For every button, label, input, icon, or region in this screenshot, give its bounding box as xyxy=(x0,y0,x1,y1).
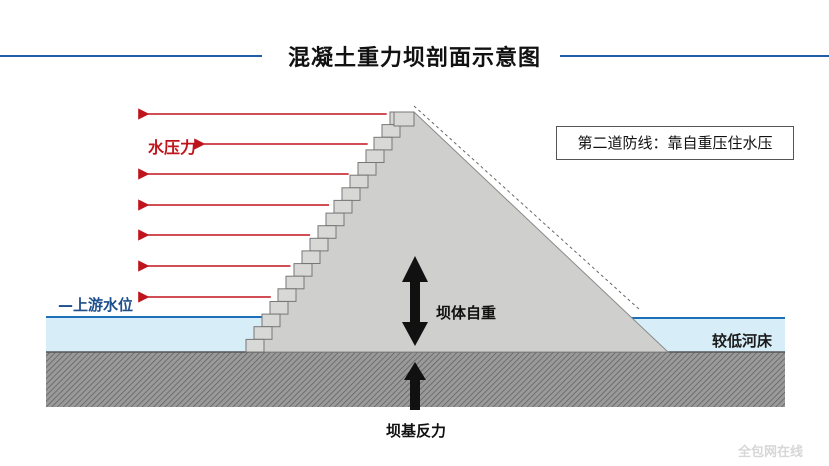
water-pressure-arrows xyxy=(138,108,387,303)
dam-step xyxy=(333,199,353,214)
note-box: 第二道防线：靠自重压住水压 xyxy=(556,126,794,160)
dam-step xyxy=(325,212,345,227)
foundation-reaction-label: 坝基反力 xyxy=(386,422,447,440)
foundation-reaction-arrow xyxy=(404,362,426,410)
self-weight-arrow xyxy=(402,256,428,346)
title-bar: 混凝土重力坝剖面示意图 xyxy=(0,30,829,71)
title-divider-left xyxy=(0,55,262,57)
dam-outline-dashed xyxy=(413,105,641,311)
dam-step xyxy=(253,326,273,340)
upstream-water xyxy=(46,317,272,353)
title-divider-right xyxy=(560,55,829,57)
dam-step xyxy=(245,338,265,353)
dam-step xyxy=(301,250,321,264)
dam-step xyxy=(285,275,305,290)
dam-step xyxy=(317,225,337,239)
lower-riverbed-label: 较低河床 xyxy=(712,332,773,350)
dam-crest-block xyxy=(393,111,415,127)
dam-self-weight-label: 坝体自重 xyxy=(436,304,497,322)
dam-step xyxy=(365,149,385,163)
dam-step xyxy=(349,174,369,189)
dam-step xyxy=(293,263,313,277)
dam-step xyxy=(277,288,297,302)
diagram-title: 混凝土重力坝剖面示意图 xyxy=(287,46,541,71)
upstream-water-level-label: —上游水位 xyxy=(58,296,134,314)
dam-step xyxy=(309,237,329,252)
upstream-steps xyxy=(245,111,415,353)
water-pressure-label: 水压力 xyxy=(148,138,197,157)
dam-step xyxy=(341,187,361,201)
dam-step xyxy=(261,313,281,328)
dam-step xyxy=(373,136,393,151)
dam-step xyxy=(269,301,289,315)
watermark: 全包网在线 xyxy=(738,445,804,460)
dam-step xyxy=(357,162,377,176)
